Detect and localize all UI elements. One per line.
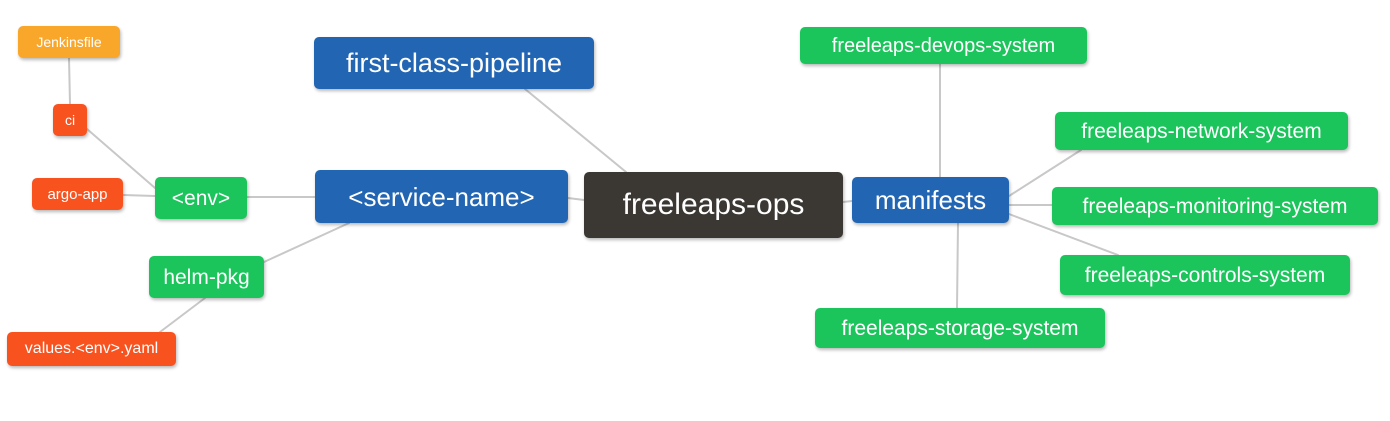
node-label-manifests: manifests — [874, 185, 987, 215]
edge-freeleaps-ops-to-manifests — [842, 200, 853, 203]
edge-values-yaml-to-helm-pkg — [159, 297, 206, 333]
node-first-class-pipeline[interactable]: first-class-pipeline — [314, 37, 594, 89]
node-label-freeleaps-monitoring-system: freeleaps-monitoring-system — [1082, 194, 1348, 218]
node-helm-pkg[interactable]: helm-pkg — [149, 256, 264, 298]
node-label-freeleaps-network-system: freeleaps-network-system — [1081, 119, 1322, 143]
node-service-name[interactable]: <service-name> — [315, 170, 568, 223]
node-ci[interactable]: ci — [53, 104, 87, 136]
edge-service-name-to-freeleaps-ops — [567, 197, 585, 201]
node-label-service-name: <service-name> — [348, 181, 535, 212]
node-freeleaps-network-system[interactable]: freeleaps-network-system — [1055, 112, 1348, 150]
edge-jenkinsfile-to-ci — [68, 57, 71, 105]
edge-helm-pkg-to-service-name — [263, 222, 350, 263]
node-label-freeleaps-controls-system: freeleaps-controls-system — [1084, 263, 1326, 287]
node-freeleaps-ops[interactable]: freeleaps-ops — [584, 172, 843, 238]
node-freeleaps-devops-system[interactable]: freeleaps-devops-system — [800, 27, 1087, 64]
node-jenkinsfile[interactable]: Jenkinsfile — [18, 26, 120, 58]
node-label-jenkinsfile: Jenkinsfile — [36, 34, 102, 50]
node-label-freeleaps-storage-system: freeleaps-storage-system — [841, 316, 1079, 340]
edge-first-class-pipeline-to-freeleaps-ops — [524, 88, 627, 173]
edge-manifests-to-freeleaps-storage-system — [956, 222, 959, 309]
node-label-values-yaml: values.<env>.yaml — [24, 340, 159, 357]
node-label-argo-app: argo-app — [47, 185, 108, 203]
node-manifests[interactable]: manifests — [852, 177, 1009, 223]
node-argo-app[interactable]: argo-app — [32, 178, 123, 210]
node-freeleaps-storage-system[interactable]: freeleaps-storage-system — [815, 308, 1105, 348]
node-freeleaps-monitoring-system[interactable]: freeleaps-monitoring-system — [1052, 187, 1378, 225]
edge-argo-app-to-env — [122, 194, 156, 197]
node-freeleaps-controls-system[interactable]: freeleaps-controls-system — [1060, 255, 1350, 295]
node-label-env: <env> — [171, 186, 231, 210]
node-env[interactable]: <env> — [155, 177, 247, 219]
node-label-ci: ci — [64, 112, 76, 128]
node-label-freeleaps-devops-system: freeleaps-devops-system — [831, 34, 1056, 57]
node-label-freeleaps-ops: freeleaps-ops — [622, 188, 805, 221]
node-label-helm-pkg: helm-pkg — [163, 265, 250, 289]
node-values-yaml[interactable]: values.<env>.yaml — [7, 332, 176, 366]
node-label-first-class-pipeline: first-class-pipeline — [345, 47, 563, 78]
